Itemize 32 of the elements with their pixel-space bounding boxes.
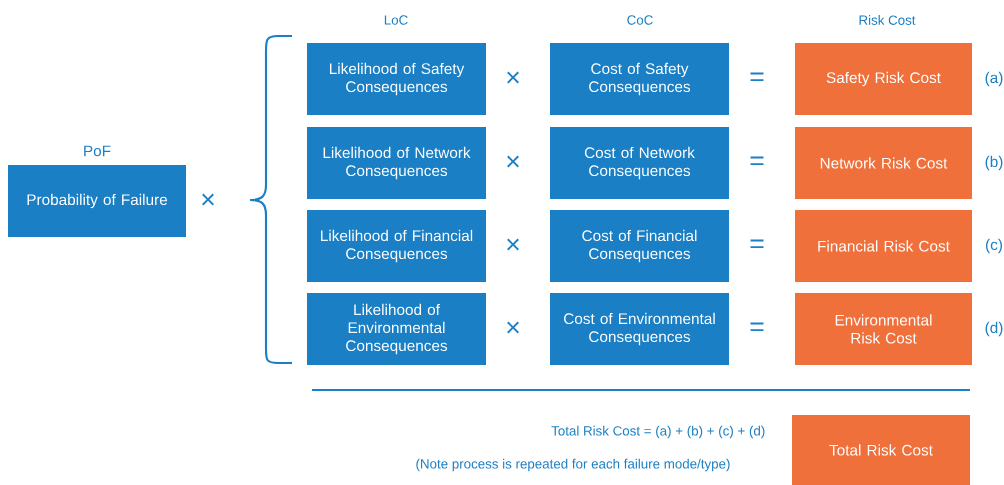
note: Total Risk Cost = (a) + (b) + (c) + (d) [551, 425, 765, 439]
process-box: Cost of Network Consequences [550, 127, 729, 199]
process-box: Cost of Financial Consequences [550, 210, 729, 282]
reference-letter: (c) [986, 238, 1002, 254]
reference-letter: (b) [985, 155, 1003, 171]
operator-sign: × [507, 155, 519, 168]
process-box: Cost of Environmental Consequences [550, 293, 729, 365]
result-box: Total Risk Cost [792, 415, 970, 485]
process-box: Likelihood of Environmental Consequences [307, 293, 486, 365]
heading: PoF [84, 145, 111, 157]
note: (Note process is repeated for each failure mode/type) [416, 458, 730, 472]
result-box: Network Risk Cost [795, 127, 972, 199]
header: LoC [384, 15, 408, 25]
operator-sign: = [750, 239, 764, 249]
operator-sign: × [507, 238, 519, 251]
operator-sign: = [750, 72, 764, 82]
header: CoC [627, 15, 653, 25]
header: Risk Cost [859, 15, 916, 25]
process-box: Cost of Safety Consequences [550, 43, 729, 115]
operator-sign: × [507, 71, 519, 84]
process-box: Likelihood of Safety Consequences [307, 43, 486, 115]
result-box: Safety Risk Cost [795, 43, 972, 115]
result-box: Financial Risk Cost [795, 210, 972, 282]
operator-sign: = [750, 156, 764, 166]
process-box: Likelihood of Financial Consequences [307, 210, 486, 282]
reference-letter: (d) [985, 321, 1003, 337]
process-box: Probability of Failure [8, 165, 186, 237]
operator-sign: × [507, 321, 519, 334]
result-box: Environmental Risk Cost [795, 293, 972, 365]
process-box: Likelihood of Network Consequences [307, 127, 486, 199]
reference-letter: (a) [985, 71, 1003, 87]
operator-sign: = [750, 322, 764, 332]
